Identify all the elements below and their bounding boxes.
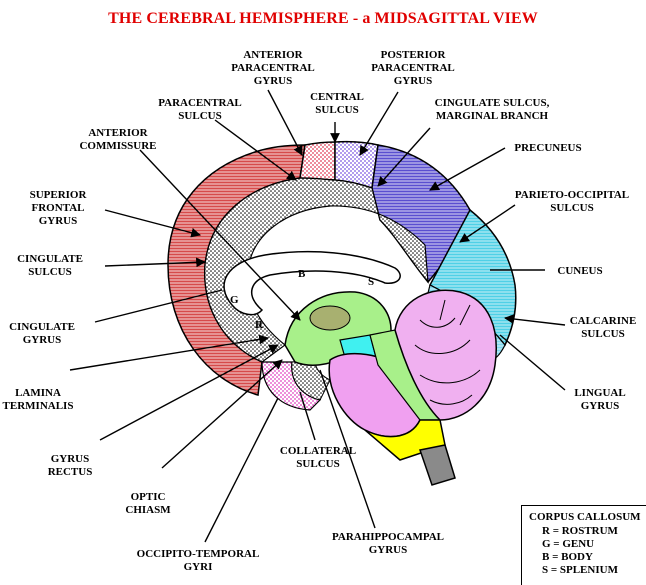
svg-text:SULCUS: SULCUS (178, 110, 221, 122)
svg-text:ANTERIOR: ANTERIOR (88, 127, 148, 139)
svg-text:LAMINA: LAMINA (15, 387, 61, 399)
svg-text:GYRUS: GYRUS (369, 544, 408, 556)
svg-text:GYRUS: GYRUS (39, 215, 78, 227)
svg-text:CINGULATE: CINGULATE (9, 321, 75, 333)
svg-text:PARACENTRAL: PARACENTRAL (231, 62, 315, 74)
occipito-temporal-label: OCCIPITO-TEMPORAL GYRI (137, 548, 260, 573)
svg-text:GYRI: GYRI (184, 561, 213, 573)
legend-row-splenium: S = SPLENIUM (542, 564, 618, 576)
svg-text:SULCUS: SULCUS (315, 104, 358, 116)
cingulate-marginal-label: CINGULATE SULCUS, MARGINAL BRANCH (435, 97, 550, 122)
cuneus-label: CUNEUS (557, 265, 602, 277)
svg-text:PRECUNEUS: PRECUNEUS (514, 142, 581, 154)
svg-text:COMMISSURE: COMMISSURE (79, 140, 156, 152)
anterior-commissure-label: ANTERIOR COMMISSURE (79, 127, 156, 152)
svg-text:CINGULATE SULCUS,: CINGULATE SULCUS, (435, 97, 550, 109)
label-rostrum: R (255, 319, 264, 331)
parahippocampal-label: PARAHIPPOCAMPAL GYRUS (332, 531, 444, 556)
svg-text:LINGUAL: LINGUAL (574, 387, 625, 399)
corpus-callosum-legend: CORPUS CALLOSUM R = ROSTRUM G = GENU B =… (521, 505, 646, 585)
svg-text:SULCUS: SULCUS (296, 458, 339, 470)
optic-chiasm-label: OPTIC CHIASM (125, 491, 171, 516)
svg-text:CHIASM: CHIASM (125, 504, 171, 516)
svg-text:FRONTAL: FRONTAL (32, 202, 85, 214)
svg-text:MARGINAL BRANCH: MARGINAL BRANCH (436, 110, 549, 122)
posterior-paracentral-label: POSTERIOR PARACENTRAL GYRUS (371, 49, 455, 87)
gyrus-rectus-label: GYRUS RECTUS (48, 453, 93, 478)
collateral-sulcus-label: COLLATERAL SULCUS (280, 445, 356, 470)
svg-text:COLLATERAL: COLLATERAL (280, 445, 356, 457)
svg-text:POSTERIOR: POSTERIOR (381, 49, 447, 61)
svg-text:CINGULATE: CINGULATE (17, 253, 83, 265)
svg-text:CALCARINE: CALCARINE (570, 315, 637, 327)
svg-text:GYRUS: GYRUS (581, 400, 620, 412)
precuneus-label: PRECUNEUS (514, 142, 581, 154)
paracentral-sulcus-label: PARACENTRAL SULCUS (158, 97, 242, 122)
legend-row-rostrum: R = ROSTRUM (542, 525, 618, 537)
svg-text:SULCUS: SULCUS (581, 328, 624, 340)
superior-frontal-label: SUPERIOR FRONTAL GYRUS (30, 189, 88, 227)
svg-text:PARACENTRAL: PARACENTRAL (158, 97, 242, 109)
spinal-cord (420, 445, 455, 485)
svg-text:GYRUS: GYRUS (254, 75, 293, 87)
calcarine-label: CALCARINE SULCUS (570, 315, 637, 340)
svg-text:CUNEUS: CUNEUS (557, 265, 602, 277)
svg-text:PARIETO-OCCIPITAL: PARIETO-OCCIPITAL (515, 189, 629, 201)
svg-text:ANTERIOR: ANTERIOR (243, 49, 303, 61)
svg-text:CENTRAL: CENTRAL (310, 91, 364, 103)
svg-text:PARAHIPPOCAMPAL: PARAHIPPOCAMPAL (332, 531, 444, 543)
svg-text:TERMINALIS: TERMINALIS (3, 400, 74, 412)
legend-row-body: B = BODY (542, 551, 593, 563)
svg-text:GYRUS: GYRUS (394, 75, 433, 87)
cingulate-gyrus-label: CINGULATE GYRUS (9, 321, 75, 346)
anterior-paracentral-gyrus-region (300, 142, 335, 180)
svg-text:OPTIC: OPTIC (131, 491, 166, 503)
svg-text:SULCUS: SULCUS (28, 266, 71, 278)
svg-text:SULCUS: SULCUS (550, 202, 593, 214)
svg-text:GYRUS: GYRUS (23, 334, 62, 346)
label-genu: G (230, 294, 239, 306)
svg-text:OCCIPITO-TEMPORAL: OCCIPITO-TEMPORAL (137, 548, 260, 560)
label-body: B (298, 268, 306, 280)
legend-title: CORPUS CALLOSUM (529, 511, 641, 523)
parieto-occipital-label: PARIETO-OCCIPITAL SULCUS (515, 189, 629, 214)
svg-text:SUPERIOR: SUPERIOR (30, 189, 88, 201)
central-sulcus-label: CENTRAL SULCUS (310, 91, 364, 116)
label-splenium: S (368, 276, 374, 288)
lingual-label: LINGUAL GYRUS (574, 387, 625, 412)
legend-row-genu: G = GENU (542, 538, 594, 550)
svg-text:PARACENTRAL: PARACENTRAL (371, 62, 455, 74)
svg-text:RECTUS: RECTUS (48, 466, 93, 478)
svg-text:GYRUS: GYRUS (51, 453, 90, 465)
cingulate-sulcus-label: CINGULATE SULCUS (17, 253, 83, 278)
anterior-paracentral-label: ANTERIOR PARACENTRAL GYRUS (231, 49, 315, 87)
lamina-terminalis-label: LAMINA TERMINALIS (3, 387, 74, 412)
thalamus (310, 306, 350, 330)
